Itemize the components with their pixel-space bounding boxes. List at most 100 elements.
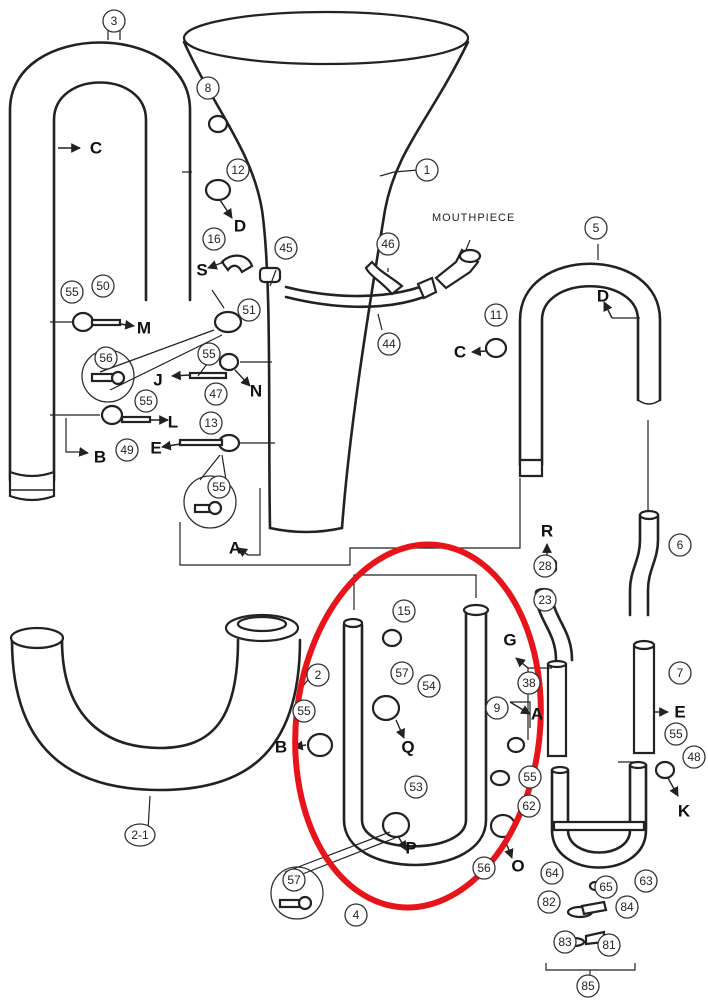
part-number-48: 48 bbox=[682, 745, 706, 769]
part-number-28: 28 bbox=[533, 554, 557, 578]
connection-letter-b: B bbox=[94, 448, 106, 467]
part-number-55: 55 bbox=[60, 280, 84, 304]
part-number-6: 6 bbox=[668, 533, 692, 557]
part-number-55-callout-3: 55 bbox=[197, 342, 221, 366]
part-number-55-callout-4: 55 bbox=[207, 475, 231, 499]
svg-text:2-1: 2-1 bbox=[131, 828, 149, 842]
svg-text:51: 51 bbox=[242, 303, 256, 317]
part-number-47: 47 bbox=[204, 382, 228, 406]
part-number-57-callout-8: 57 bbox=[282, 868, 306, 892]
connection-letter-a: A bbox=[229, 539, 241, 558]
part-number-5: 5 bbox=[584, 216, 608, 240]
svg-text:48: 48 bbox=[687, 750, 701, 764]
connection-letter-o: O bbox=[511, 857, 524, 876]
svg-text:6: 6 bbox=[677, 538, 684, 552]
part-number-51: 51 bbox=[237, 298, 261, 322]
part-number-62: 62 bbox=[517, 794, 541, 818]
svg-text:44: 44 bbox=[382, 337, 396, 351]
svg-text:55: 55 bbox=[202, 347, 216, 361]
bow-part-3 bbox=[8, 41, 192, 502]
bell-part-1 bbox=[182, 10, 470, 534]
part-number-53: 53 bbox=[404, 775, 428, 799]
svg-text:55: 55 bbox=[212, 480, 226, 494]
part-number-4: 4 bbox=[344, 903, 368, 927]
part-number-55-callout-9: 55 bbox=[518, 765, 542, 789]
mouthpiece bbox=[434, 248, 482, 290]
part-number-7: 7 bbox=[668, 661, 692, 685]
svg-text:55: 55 bbox=[65, 285, 79, 299]
connection-letter-a-alt-2: A bbox=[531, 705, 543, 724]
svg-text:56: 56 bbox=[477, 861, 491, 875]
connection-letter-m: M bbox=[137, 319, 151, 338]
part-number-1: 1 bbox=[415, 158, 439, 182]
svg-text:82: 82 bbox=[542, 895, 556, 909]
connection-letter-p: P bbox=[405, 839, 416, 858]
svg-text:83: 83 bbox=[558, 935, 572, 949]
part-number-83: 83 bbox=[553, 930, 577, 954]
tube-part-6 bbox=[628, 509, 660, 617]
svg-text:55: 55 bbox=[139, 394, 153, 408]
connection-letter-q: Q bbox=[401, 738, 414, 757]
part-number-49: 49 bbox=[115, 438, 139, 462]
svg-text:15: 15 bbox=[397, 604, 411, 618]
connection-letter-c: C bbox=[90, 139, 102, 158]
svg-text:11: 11 bbox=[490, 308, 503, 322]
svg-text:46: 46 bbox=[381, 237, 395, 251]
part-number-82: 82 bbox=[537, 890, 561, 914]
part-number-84: 84 bbox=[615, 895, 639, 919]
part-number-8: 8 bbox=[196, 76, 220, 100]
part-number-2-1: 2-1 bbox=[124, 823, 156, 847]
svg-text:56: 56 bbox=[99, 351, 113, 365]
bow-part-2 bbox=[9, 613, 302, 792]
detail-inset-56 bbox=[81, 349, 135, 403]
part-number-23: 23 bbox=[533, 588, 557, 612]
svg-text:55: 55 bbox=[523, 770, 537, 784]
connection-letter-c-alt-4: C bbox=[454, 343, 466, 362]
part-16 bbox=[220, 254, 254, 274]
part-number-12: 12 bbox=[226, 158, 250, 182]
arrows bbox=[58, 143, 679, 859]
svg-text:38: 38 bbox=[522, 676, 536, 690]
part-number-65: 65 bbox=[594, 875, 618, 899]
part-number-45: 45 bbox=[274, 236, 298, 260]
svg-text:4: 4 bbox=[353, 908, 360, 922]
part-number-9: 9 bbox=[485, 696, 509, 720]
part-number-55-callout-5: 55 bbox=[664, 722, 688, 746]
part-number-57: 57 bbox=[390, 661, 414, 685]
connection-letter-s: S bbox=[196, 261, 207, 280]
part-number-56-callout-7: 56 bbox=[472, 856, 496, 880]
svg-text:54: 54 bbox=[422, 679, 436, 693]
part-46 bbox=[364, 260, 404, 296]
connection-letter-d: D bbox=[234, 217, 246, 236]
svg-text:55: 55 bbox=[297, 704, 311, 718]
svg-text:8: 8 bbox=[205, 81, 212, 95]
svg-text:65: 65 bbox=[599, 880, 613, 894]
svg-text:1: 1 bbox=[424, 163, 431, 177]
connection-letter-g: G bbox=[503, 631, 516, 650]
tube-part-63 bbox=[550, 760, 648, 869]
connection-letter-l: L bbox=[168, 413, 178, 432]
svg-text:12: 12 bbox=[231, 163, 245, 177]
part-number-3: 3 bbox=[102, 9, 126, 33]
svg-text:28: 28 bbox=[538, 559, 552, 573]
svg-text:53: 53 bbox=[409, 780, 423, 794]
svg-text:62: 62 bbox=[522, 799, 536, 813]
svg-text:3: 3 bbox=[111, 14, 118, 28]
part-number-44: 44 bbox=[377, 332, 401, 356]
svg-text:81: 81 bbox=[602, 938, 616, 952]
svg-text:45: 45 bbox=[279, 241, 293, 255]
svg-text:55: 55 bbox=[669, 727, 683, 741]
part-number-85: 85 bbox=[576, 974, 600, 998]
connection-letter-e: E bbox=[150, 439, 161, 458]
svg-text:23: 23 bbox=[538, 593, 552, 607]
mouthpiece-caption: MOUTHPIECE bbox=[432, 212, 515, 224]
connection-letter-n: N bbox=[250, 382, 262, 401]
part-number-55-callout-6: 55 bbox=[292, 699, 316, 723]
tube-part-4 bbox=[342, 603, 490, 867]
connection-letter-b-alt-3: B bbox=[275, 738, 287, 757]
svg-text:7: 7 bbox=[677, 666, 684, 680]
connection-letter-j: J bbox=[153, 371, 162, 390]
connection-letter-r: R bbox=[541, 522, 553, 541]
